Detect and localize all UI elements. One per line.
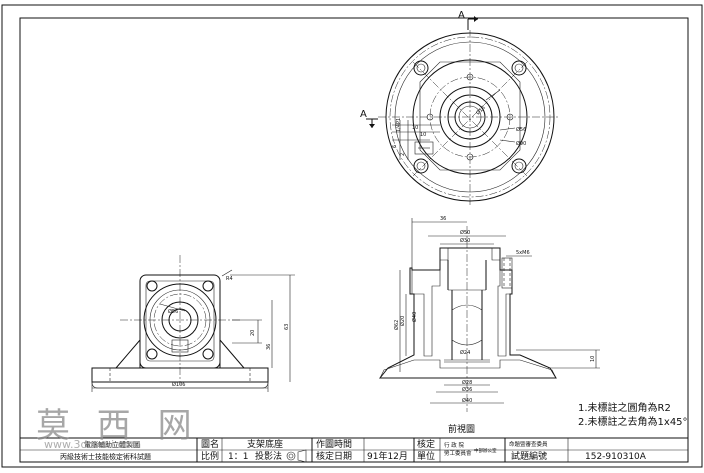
top-dim-2: 10	[412, 125, 418, 131]
left-view: R4 Ø56 20 36 63 Ø106	[91, 255, 295, 392]
tb-dept-2: 丙級技術士技能檢定術科試題	[60, 452, 151, 461]
watermark-url: www.3dmoxi.com	[44, 438, 142, 451]
note-2: 2.未標註之去角為1x45°	[578, 415, 688, 428]
top-dim-6: Ø56	[516, 126, 526, 133]
tb-committee-c: 中部辦公室	[474, 447, 497, 454]
tb-scale-value: 1：1	[228, 452, 248, 462]
tb-time-label: 作圖時間	[316, 438, 352, 450]
tb-unit-label: 單位	[417, 450, 435, 462]
front-dim-5: Ø20	[399, 316, 406, 326]
section-marker: A A	[360, 10, 478, 128]
section-label-top: A	[458, 10, 465, 21]
tb-committee-a: 行 政 院	[444, 441, 464, 449]
tb-exam-label: 試題編號	[511, 450, 547, 462]
tb-date-label: 核定日期	[316, 450, 352, 462]
top-dim-3: 10	[420, 132, 426, 138]
tb-approve-label: 核定	[417, 438, 435, 450]
note-1: 1.未標註之圓角為R2	[578, 401, 671, 414]
front-dim-3: 5xM6	[516, 250, 530, 256]
front-view: 36 Ø50 Ø30 5xM6 Ø62 Ø20 Ø40 Ø24 Ø28 Ø36 …	[378, 216, 600, 435]
tb-dept-1: 電腦輔助立體製圖	[84, 440, 140, 449]
tb-projection: 投影法	[255, 450, 282, 462]
top-dim-5: 1/4P1	[396, 118, 402, 132]
front-dim-1: Ø50	[460, 229, 470, 236]
title-block: 電腦輔助立體製圖 丙級技術士技能檢定術科試題 圖名 支架底座 比例 1：1 投影…	[19, 437, 689, 463]
front-dim-6: Ø40	[411, 312, 418, 322]
third-angle-projection-icon	[286, 449, 307, 463]
left-dim-3: 36	[266, 344, 272, 350]
tb-date-value: 91年12月	[367, 450, 408, 462]
front-dim-7: Ø24	[460, 349, 470, 356]
front-dim-4: Ø62	[393, 320, 400, 330]
tb-scale-label: 比例	[201, 450, 219, 462]
front-dim-9: Ø36	[462, 386, 472, 393]
left-dim-1: Ø56	[168, 308, 178, 315]
top-view: Ø16 6 10 10 2 1/4P1 Ø56 Ø90	[378, 30, 560, 205]
tb-council: 命題暨審查委員	[509, 440, 548, 448]
front-dim-2: Ø30	[460, 237, 470, 244]
left-dim-4: 63	[284, 324, 290, 330]
general-notes: 1.未標註之圓角為R2 2.未標註之去角為1x45°	[578, 401, 688, 428]
section-label-left: A	[360, 109, 367, 120]
top-dim-1: 6	[392, 145, 398, 148]
front-view-caption: 前視圖	[448, 423, 475, 435]
top-dim-4: 2	[400, 153, 406, 156]
left-dim-5: Ø106	[172, 381, 185, 388]
tb-name-value: 支架底座	[247, 438, 283, 450]
front-dim-10: Ø40	[462, 397, 472, 404]
left-dim-0: R4	[226, 276, 233, 282]
front-dim-0: 36	[440, 216, 446, 222]
tb-exam-value: 152-910310A	[585, 452, 647, 462]
left-dim-2: 20	[250, 330, 256, 336]
watermark-logo: 莫 西 网	[36, 406, 200, 446]
tb-name-label: 圖名	[201, 438, 219, 450]
front-dim-8: Ø28	[462, 379, 472, 386]
tb-committee-b: 勞工委員會	[444, 449, 472, 457]
top-dim-7: Ø90	[516, 140, 526, 147]
front-dim-11: 10	[590, 356, 596, 362]
